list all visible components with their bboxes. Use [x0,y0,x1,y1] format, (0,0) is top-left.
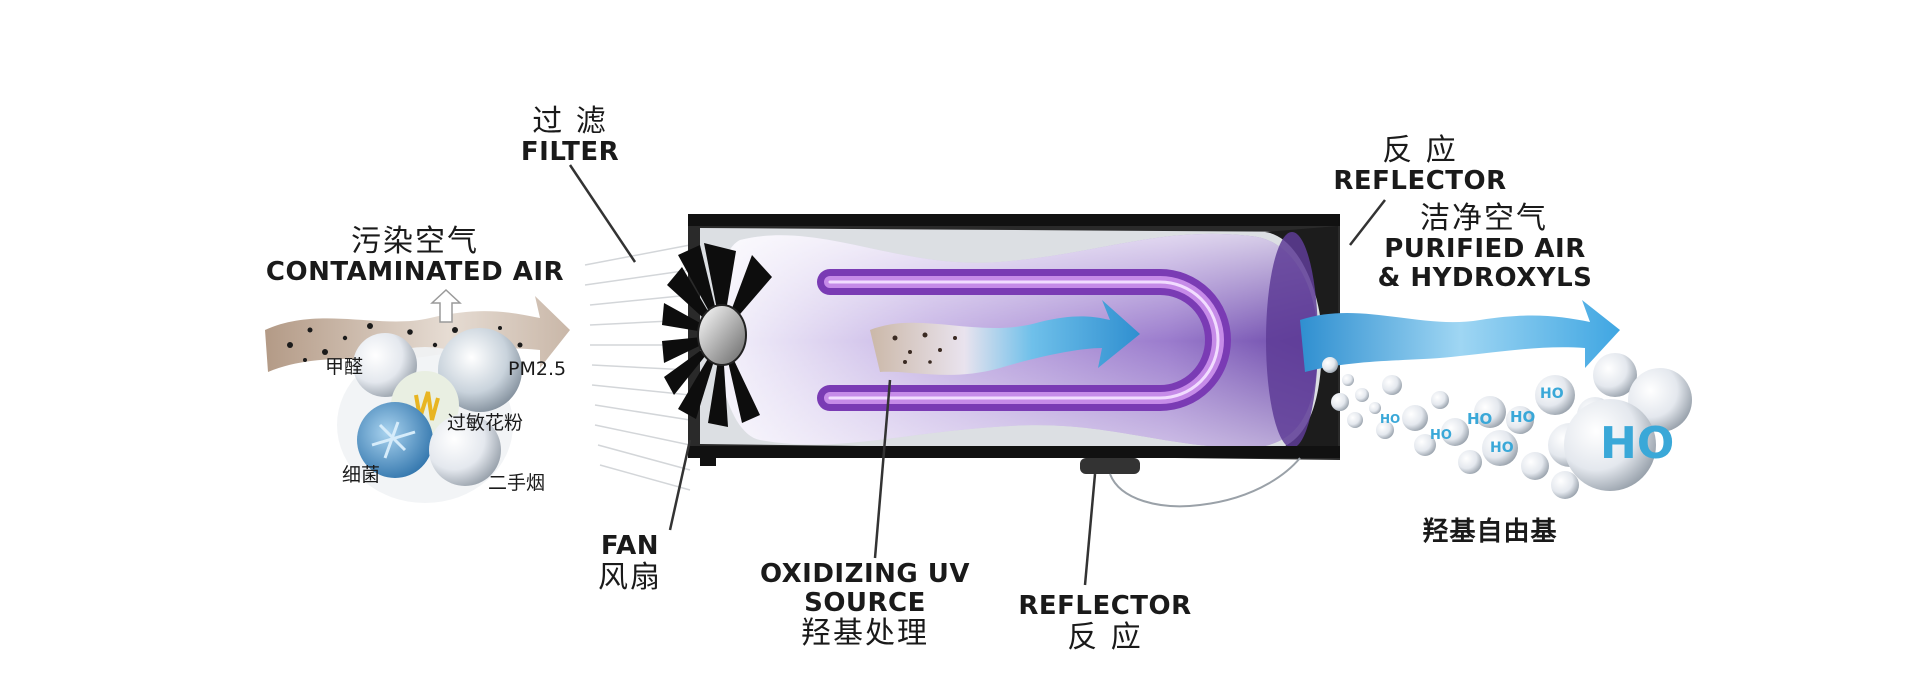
uv-source-label: OXIDIZING UV SOURCE 羟基处理 [755,560,975,650]
ho-molecule-label: HO [1430,428,1452,443]
filter-label: 过 滤 FILTER [515,105,625,167]
up-arrow-icon [430,288,462,323]
fan [662,243,772,427]
purified-air-arrow [1300,300,1620,372]
reflector-top-label-zh: 反 应 [1382,133,1458,168]
filter-label-zh: 过 滤 [532,104,608,139]
reflector-top-label: 反 应 REFLECTOR [1320,134,1520,196]
formaldehyde-label: 甲醛 [325,356,364,378]
uv-lamp-tube [817,269,1231,411]
fan-label-en: FAN [600,531,660,561]
reflector-bottom-label: REFLECTOR 反 应 [1005,592,1205,654]
ho-molecule-label: HO [1600,418,1675,469]
bacteria-label: 细菌 [342,464,381,486]
fan-label-zh: 风扇 [598,559,662,595]
contaminated-air-label: 污染空气 CONTAMINATED AIR [255,225,575,287]
contaminated-air-arrow [265,288,570,372]
hydroxyl-label: 羟基自由基 [1400,518,1580,547]
purified-air-label-zh: 洁净空气 [1420,201,1548,236]
reflector-bottom-label-en: REFLECTOR [1018,591,1192,621]
purified-air-label-en-2: & HYDROXYLS [1377,262,1593,293]
ho-molecule-label: HO [1467,410,1493,428]
smoke-label: 二手烟 [488,472,546,494]
leader-lines [568,164,1386,586]
contaminated-air-label-zh: 污染空气 [351,224,479,259]
pollutant-cluster [337,328,522,503]
filter-label-en: FILTER [520,137,620,167]
reflector-top-label-en: REFLECTOR [1333,166,1507,196]
fan-label: FAN 风扇 [590,532,670,594]
purified-air-label-en-1: PURIFIED AIR [1384,234,1586,264]
internal-airflow-arrow [870,300,1140,375]
hydroxyl-bubbles [1322,353,1692,499]
pm25-bubble [438,328,522,412]
hydroxyl-label-zh: 羟基自由基 [1422,517,1558,547]
ho-molecule-label: HO [1380,412,1401,426]
pollen-label: 过敏花粉 [447,412,524,434]
reflector-bottom-label-zh: 反 应 [1067,619,1143,655]
pm25-label: PM2.5 [508,358,567,380]
back-reflector [1262,226,1338,456]
contaminated-air-label-en: CONTAMINATED AIR [265,257,565,287]
ho-molecule-label: HO [1510,408,1536,426]
uv-source-label-en-2: SOURCE [804,587,926,618]
ho-molecule-label: HO [1540,386,1564,402]
filter-mesh [584,244,691,491]
smoke-bubble [429,414,501,486]
uv-source-label-zh: 羟基处理 [801,616,929,652]
purified-air-label: 洁净空气 PURIFIED AIR & HYDROXYLS [1370,202,1600,292]
ho-molecule-label: HO [1490,440,1514,456]
uv-source-label-en-1: OXIDIZING UV [759,559,971,589]
